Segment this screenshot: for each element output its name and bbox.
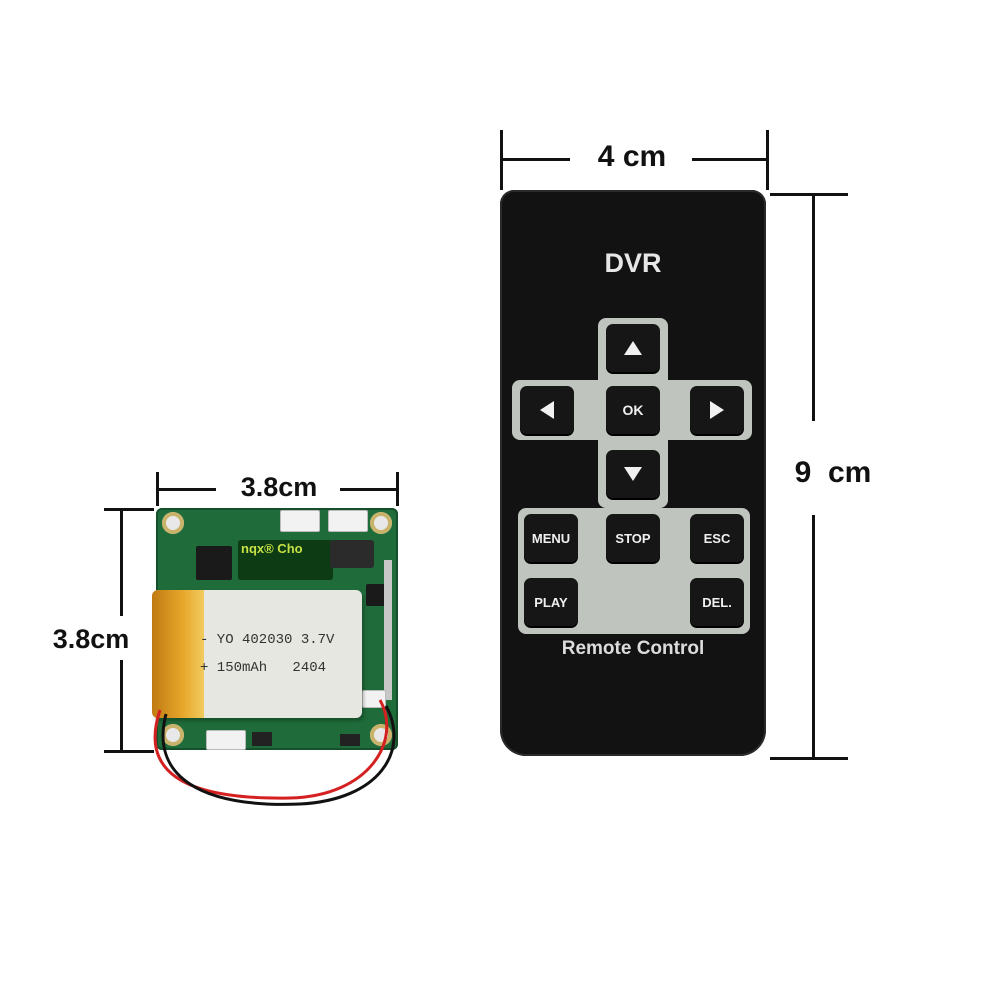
- remote-title: DVR: [604, 248, 662, 278]
- remote-caption: Remote Control: [561, 638, 705, 659]
- component-cylinder: [330, 540, 374, 568]
- ic-chip: [196, 546, 232, 580]
- dim-line-right: [692, 158, 768, 161]
- smd-component: [252, 732, 272, 746]
- mounting-hole: [162, 724, 184, 746]
- capacitor: nqx® Cho: [238, 540, 333, 580]
- left-button[interactable]: [520, 386, 574, 434]
- connector-bottom: [206, 730, 246, 750]
- up-button[interactable]: [606, 324, 660, 372]
- battery-label-line2: + 150mAh 2404: [200, 660, 327, 676]
- battery-label-line1: - YO 402030 3.7V: [200, 632, 335, 648]
- dim-tick-bottom: [104, 750, 154, 753]
- dim-line-top: [120, 508, 123, 616]
- right-button[interactable]: [690, 386, 744, 434]
- edge-pins: [384, 560, 392, 700]
- dim-line-bottom: [812, 515, 815, 759]
- connector-top-2: [328, 510, 368, 532]
- smd-component: [340, 734, 360, 746]
- dim-line-right: [340, 488, 398, 491]
- up-arrow-icon: [624, 341, 642, 355]
- right-arrow-icon: [710, 401, 724, 419]
- dim-line-bottom: [120, 660, 123, 752]
- dim-tick-top: [104, 508, 154, 511]
- mounting-hole: [370, 512, 392, 534]
- board-height-label: 3.8cm: [52, 624, 130, 654]
- menu-button[interactable]: MENU: [524, 514, 578, 562]
- battery-edge: [152, 590, 204, 718]
- left-arrow-icon: [540, 401, 554, 419]
- esc-button[interactable]: ESC: [690, 514, 744, 562]
- battery-connector: [362, 690, 386, 708]
- ic-chip-small: [366, 584, 388, 606]
- connector-top-1: [280, 510, 320, 532]
- down-arrow-icon: [624, 467, 642, 481]
- battery-wires: [153, 699, 396, 806]
- remote-height-label: 9 cm: [794, 456, 872, 489]
- mounting-hole: [162, 512, 184, 534]
- del-button[interactable]: DEL.: [690, 578, 744, 626]
- dim-line-top: [812, 193, 815, 421]
- dim-tick-top: [770, 193, 848, 196]
- down-button[interactable]: [606, 450, 660, 498]
- remote-width-label: 4 cm: [597, 140, 667, 173]
- stop-button[interactable]: STOP: [606, 514, 660, 562]
- play-button[interactable]: PLAY: [524, 578, 578, 626]
- dim-tick-bottom: [770, 757, 848, 760]
- ok-button[interactable]: OK: [606, 386, 660, 434]
- board-width-label: 3.8cm: [240, 472, 318, 502]
- dim-line-left: [156, 488, 216, 491]
- dim-line-left: [500, 158, 570, 161]
